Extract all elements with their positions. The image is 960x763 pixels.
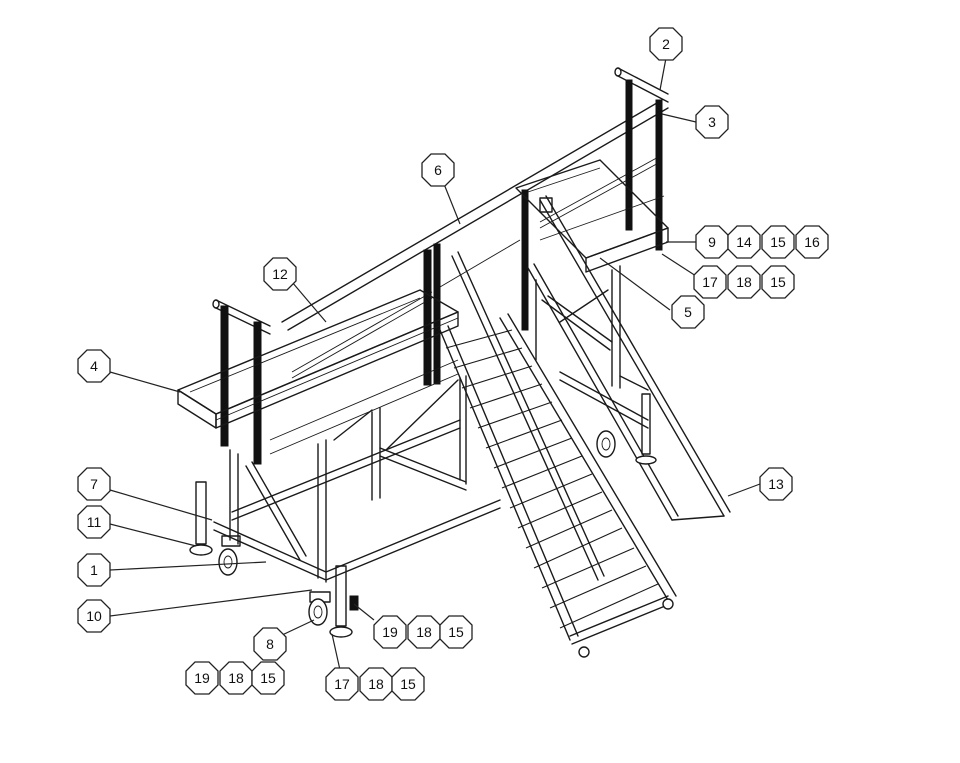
caster-wheels <box>218 430 674 658</box>
svg-text:15: 15 <box>770 274 786 290</box>
foot-bracket <box>349 595 359 611</box>
balloon-18: 18 <box>359 667 393 701</box>
svg-text:18: 18 <box>368 676 384 692</box>
caster-wheel <box>218 535 241 576</box>
svg-text:4: 4 <box>90 358 98 374</box>
svg-text:12: 12 <box>272 266 288 282</box>
balloon-19: 19 <box>373 615 407 649</box>
balloon-17: 17 <box>325 667 359 701</box>
balloon-10: 10 <box>77 599 111 633</box>
handrail-right <box>527 195 731 521</box>
part-balloons: 1 2 3 4 5 6 7 8 9 10 11 12 13 14 15 16 1… <box>77 27 829 701</box>
svg-text:19: 19 <box>194 670 210 686</box>
caster-wheel <box>596 430 616 458</box>
balloon-1: 1 <box>77 553 111 587</box>
diagonal-braces <box>245 289 613 561</box>
balloon-2: 2 <box>649 27 683 61</box>
svg-text:15: 15 <box>400 676 416 692</box>
svg-text:18: 18 <box>416 624 432 640</box>
svg-text:1: 1 <box>90 562 98 578</box>
balloon-15: 15 <box>251 661 285 695</box>
balloon-15: 15 <box>391 667 425 701</box>
balloon-16: 16 <box>795 225 829 259</box>
caster-wheel <box>308 591 331 626</box>
svg-text:15: 15 <box>770 234 786 250</box>
svg-text:9: 9 <box>708 234 716 250</box>
balloon-18: 18 <box>219 661 253 695</box>
svg-text:17: 17 <box>702 274 718 290</box>
svg-text:16: 16 <box>804 234 820 250</box>
stabilizer-foot <box>635 393 657 465</box>
balloon-11: 11 <box>77 505 111 539</box>
stabilizer-foot <box>329 565 353 638</box>
balloon-18: 18 <box>407 615 441 649</box>
platform-structure <box>177 67 731 658</box>
svg-text:5: 5 <box>684 304 692 320</box>
stabilizer-feet <box>189 393 657 638</box>
svg-text:18: 18 <box>736 274 752 290</box>
svg-text:19: 19 <box>382 624 398 640</box>
svg-text:13: 13 <box>768 476 784 492</box>
balloon-3: 3 <box>695 105 729 139</box>
balloon-6: 6 <box>421 153 455 187</box>
svg-text:3: 3 <box>708 114 716 130</box>
balloon-12: 12 <box>263 257 297 291</box>
svg-text:17: 17 <box>334 676 350 692</box>
svg-text:11: 11 <box>87 514 102 530</box>
balloon-5: 5 <box>671 295 705 329</box>
balloon-4: 4 <box>77 349 111 383</box>
deck-left <box>177 289 459 455</box>
stabilizer-foot <box>189 481 213 556</box>
svg-text:15: 15 <box>260 670 276 686</box>
balloon-8: 8 <box>253 627 287 661</box>
balloon-15: 15 <box>439 615 473 649</box>
balloon-18: 18 <box>727 265 761 299</box>
stair-wheel <box>578 598 674 658</box>
svg-text:14: 14 <box>736 234 752 250</box>
svg-text:6: 6 <box>434 162 442 178</box>
svg-text:15: 15 <box>448 624 464 640</box>
balloon-15: 15 <box>761 225 795 259</box>
balloon-13: 13 <box>759 467 793 501</box>
top-rail <box>281 99 669 379</box>
deck-right <box>515 159 669 273</box>
balloon-9: 9 <box>695 225 729 259</box>
svg-text:18: 18 <box>228 670 244 686</box>
svg-text:7: 7 <box>90 476 98 492</box>
balloon-17: 17 <box>693 265 727 299</box>
svg-text:8: 8 <box>266 636 274 652</box>
svg-text:2: 2 <box>662 36 670 52</box>
svg-text:10: 10 <box>86 608 102 624</box>
balloon-15: 15 <box>761 265 795 299</box>
staircase <box>439 251 677 645</box>
end-rail-right <box>614 67 669 103</box>
guardrail-posts <box>220 79 663 465</box>
balloon-7: 7 <box>77 467 111 501</box>
balloon-19: 19 <box>185 661 219 695</box>
balloon-14: 14 <box>727 225 761 259</box>
base-frame <box>213 371 649 581</box>
leader-lines <box>109 57 761 671</box>
